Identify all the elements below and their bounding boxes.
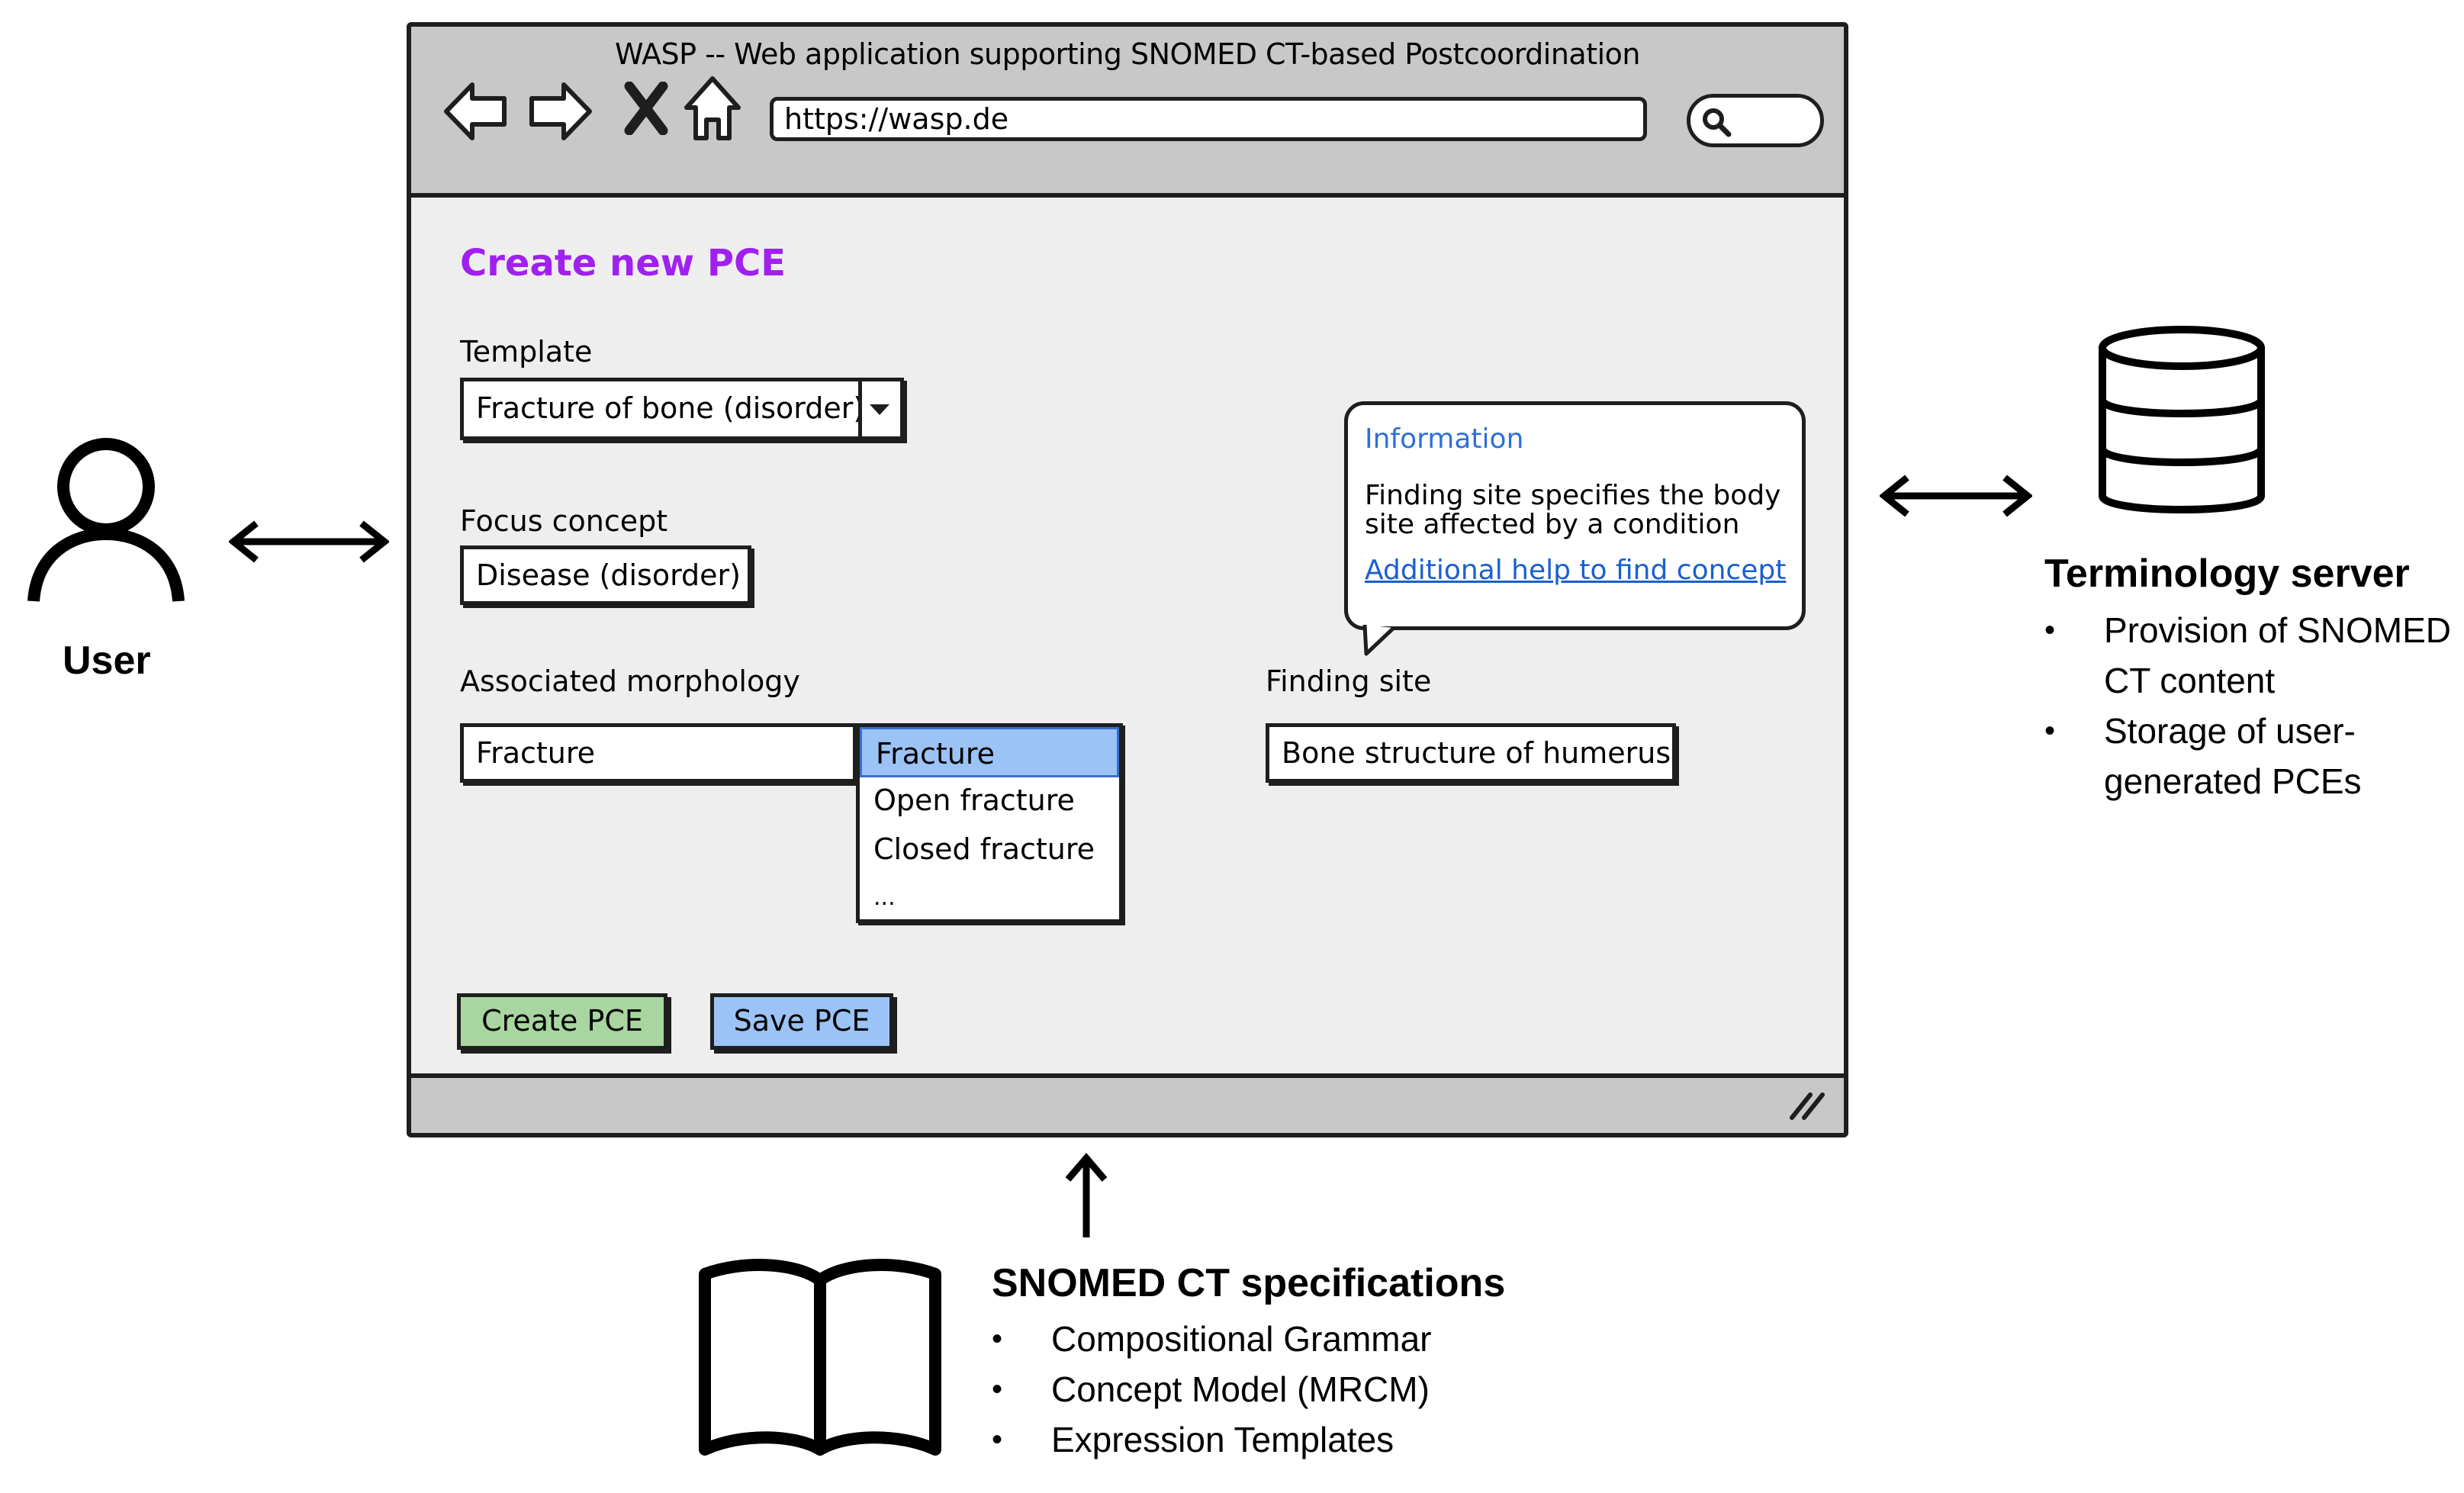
forward-icon[interactable] — [526, 77, 594, 146]
dropdown-option[interactable]: ... — [873, 884, 896, 911]
dropdown-option[interactable]: Open fracture — [873, 784, 1075, 817]
chevron-down-icon[interactable] — [858, 381, 900, 436]
user-label: User — [63, 639, 151, 683]
book-icon — [699, 1259, 941, 1456]
focus-concept-label: Focus concept — [460, 504, 668, 538]
finding-site-input[interactable]: Bone structure of humerus — [1266, 723, 1676, 783]
focus-concept-input[interactable]: Disease (disorder) — [460, 545, 751, 605]
browser-toolbar: WASP -- Web application supporting SNOME… — [411, 27, 1844, 198]
info-tooltip: Information Finding site specifies the b… — [1344, 401, 1806, 630]
list-item: Expression Templates — [992, 1414, 1526, 1465]
search-icon — [1703, 108, 1732, 137]
terminology-server-title: Terminology server — [2044, 552, 2410, 596]
template-value: Fracture of bone (disorder) — [476, 391, 865, 425]
window-title: WASP -- Web application supporting SNOME… — [615, 37, 1641, 71]
finding-site-label: Finding site — [1266, 664, 1432, 698]
close-icon[interactable] — [623, 82, 669, 135]
browser-status-bar — [411, 1073, 1844, 1133]
terminology-server-list: Provision of SNOMED CT content Storage o… — [2044, 605, 2456, 806]
specifications-title: SNOMED CT specifications — [992, 1261, 1506, 1305]
morphology-dropdown[interactable]: Fracture Open fracture Closed fracture .… — [856, 723, 1123, 923]
dropdown-option-selected[interactable]: Fracture — [860, 727, 1119, 777]
template-label: Template — [460, 335, 593, 368]
associated-morphology-label: Associated morphology — [460, 664, 800, 698]
arrow-up-icon — [1065, 1153, 1108, 1237]
info-text: Finding site specifies the body site aff… — [1365, 480, 1781, 540]
associated-morphology-input[interactable]: Fracture — [460, 723, 857, 783]
info-title: Information — [1365, 423, 1524, 455]
list-item: Provision of SNOMED CT content — [2044, 605, 2456, 706]
dropdown-option[interactable]: Closed fracture — [873, 832, 1095, 866]
help-link[interactable]: Additional help to find concept — [1365, 555, 1787, 586]
list-item: Concept Model (MRCM) — [992, 1364, 1526, 1414]
back-icon[interactable] — [442, 77, 510, 146]
bidirectional-arrow-icon — [1880, 475, 2032, 517]
url-input[interactable]: https://wasp.de — [770, 97, 1647, 141]
template-select[interactable]: Fracture of bone (disorder) — [460, 378, 904, 440]
list-item: Compositional Grammar — [992, 1314, 1526, 1364]
tooltip-tail — [1362, 622, 1395, 656]
browser-window: WASP -- Web application supporting SNOME… — [407, 22, 1848, 1137]
resize-grip-icon[interactable] — [1787, 1089, 1827, 1122]
save-pce-button[interactable]: Save PCE — [710, 993, 893, 1050]
list-item: Storage of user-generated PCEs — [2044, 706, 2456, 806]
page-title: Create new PCE — [460, 242, 786, 285]
specifications-list: Compositional Grammar Concept Model (MRC… — [992, 1314, 1526, 1465]
home-icon[interactable] — [682, 74, 743, 144]
create-pce-button[interactable]: Create PCE — [457, 993, 667, 1050]
user-icon — [27, 438, 185, 602]
search-field[interactable] — [1687, 94, 1824, 147]
database-icon — [2099, 326, 2265, 513]
bidirectional-arrow-icon — [229, 520, 389, 563]
